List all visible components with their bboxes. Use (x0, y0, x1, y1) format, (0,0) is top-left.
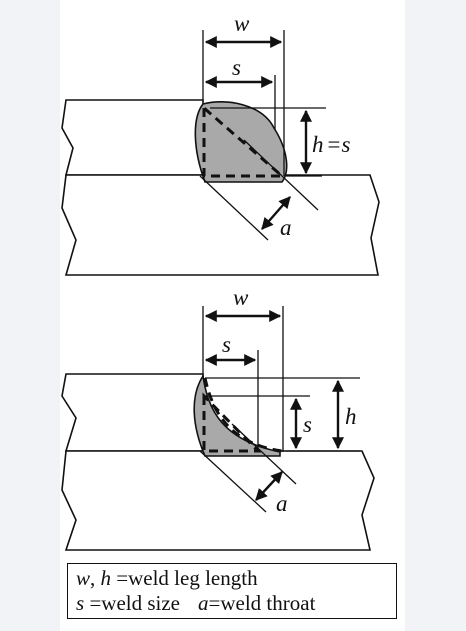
legend-separator: , (90, 566, 101, 590)
bottom-weld-figure: w s s h a (61, 285, 375, 551)
legend-weld-throat-text: =weld throat (208, 591, 316, 615)
legend-box: w, h =weld leg length s =weld size a=weld… (67, 563, 397, 619)
top-a-ext-right (243, 139, 319, 211)
bottom-a-label: a (276, 491, 288, 516)
top-s-label: s (232, 55, 241, 80)
bottom-s-horizontal-label: s (222, 332, 231, 357)
legend-w-symbol: w (76, 566, 91, 590)
bottom-a-ext-right (231, 423, 297, 485)
top-h-label: h (312, 132, 324, 157)
legend-weld-size-text: =weld size (84, 591, 180, 615)
legend-line-size-throat: s =weld size a=weld throat (76, 591, 388, 616)
top-w-label: w (234, 11, 250, 36)
legend-leg-length-text: =weld leg length (111, 566, 258, 590)
top-weld-triangle (202, 104, 287, 178)
bottom-s-vertical-label: s (303, 412, 312, 437)
legend-line-leg-length: w, h =weld leg length (76, 566, 388, 591)
legend-h-symbol: h (100, 566, 112, 590)
legend-s-symbol: s (76, 591, 85, 615)
bottom-weld-triangle (202, 392, 262, 453)
bottom-a-dimension (255, 471, 283, 501)
top-a-label: a (280, 215, 292, 240)
bottom-a-ext-left (199, 450, 267, 513)
top-a-dimension (261, 196, 291, 230)
bottom-upper-plate (61, 373, 204, 452)
legend-a-symbol: a (198, 591, 209, 615)
bottom-h-label: h (345, 404, 357, 429)
top-h-equals-s-label: =s (326, 132, 351, 157)
top-lower-plate (61, 174, 380, 276)
top-weld-figure: w s h =s a (61, 11, 380, 276)
bottom-lower-plate (61, 450, 375, 551)
top-upper-plate (61, 99, 204, 176)
top-a-ext-left (199, 175, 269, 241)
bottom-w-label: w (233, 285, 249, 310)
bottom-weld-face-curve (203, 377, 283, 453)
